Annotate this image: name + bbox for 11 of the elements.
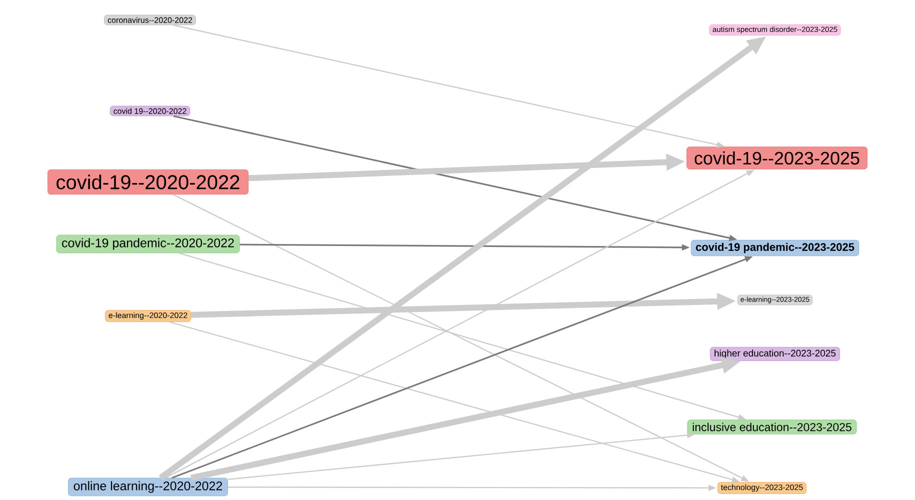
- keyword-box: covid 19--2020-2022: [110, 106, 190, 116]
- keyword-box: online learning--2020-2022: [68, 478, 228, 496]
- keyword-box: higher education--2023-2025: [710, 346, 840, 361]
- keyword-box: e-learning--2020-2022: [105, 310, 191, 322]
- keyword-box: covid-19--2020-2022: [48, 169, 248, 195]
- keyword-box: coronavirus--2020-2022: [104, 14, 196, 26]
- keyword-box: covid-19 pandemic--2023-2025: [690, 240, 860, 256]
- keyword-box: covid-19 pandemic--2020-2022: [56, 234, 240, 254]
- keyword-box: technology--2023-2025: [717, 482, 807, 494]
- keyword-box: inclusive education--2023-2025: [687, 420, 857, 434]
- keyword-box: covid-19--2023-2025: [686, 146, 868, 170]
